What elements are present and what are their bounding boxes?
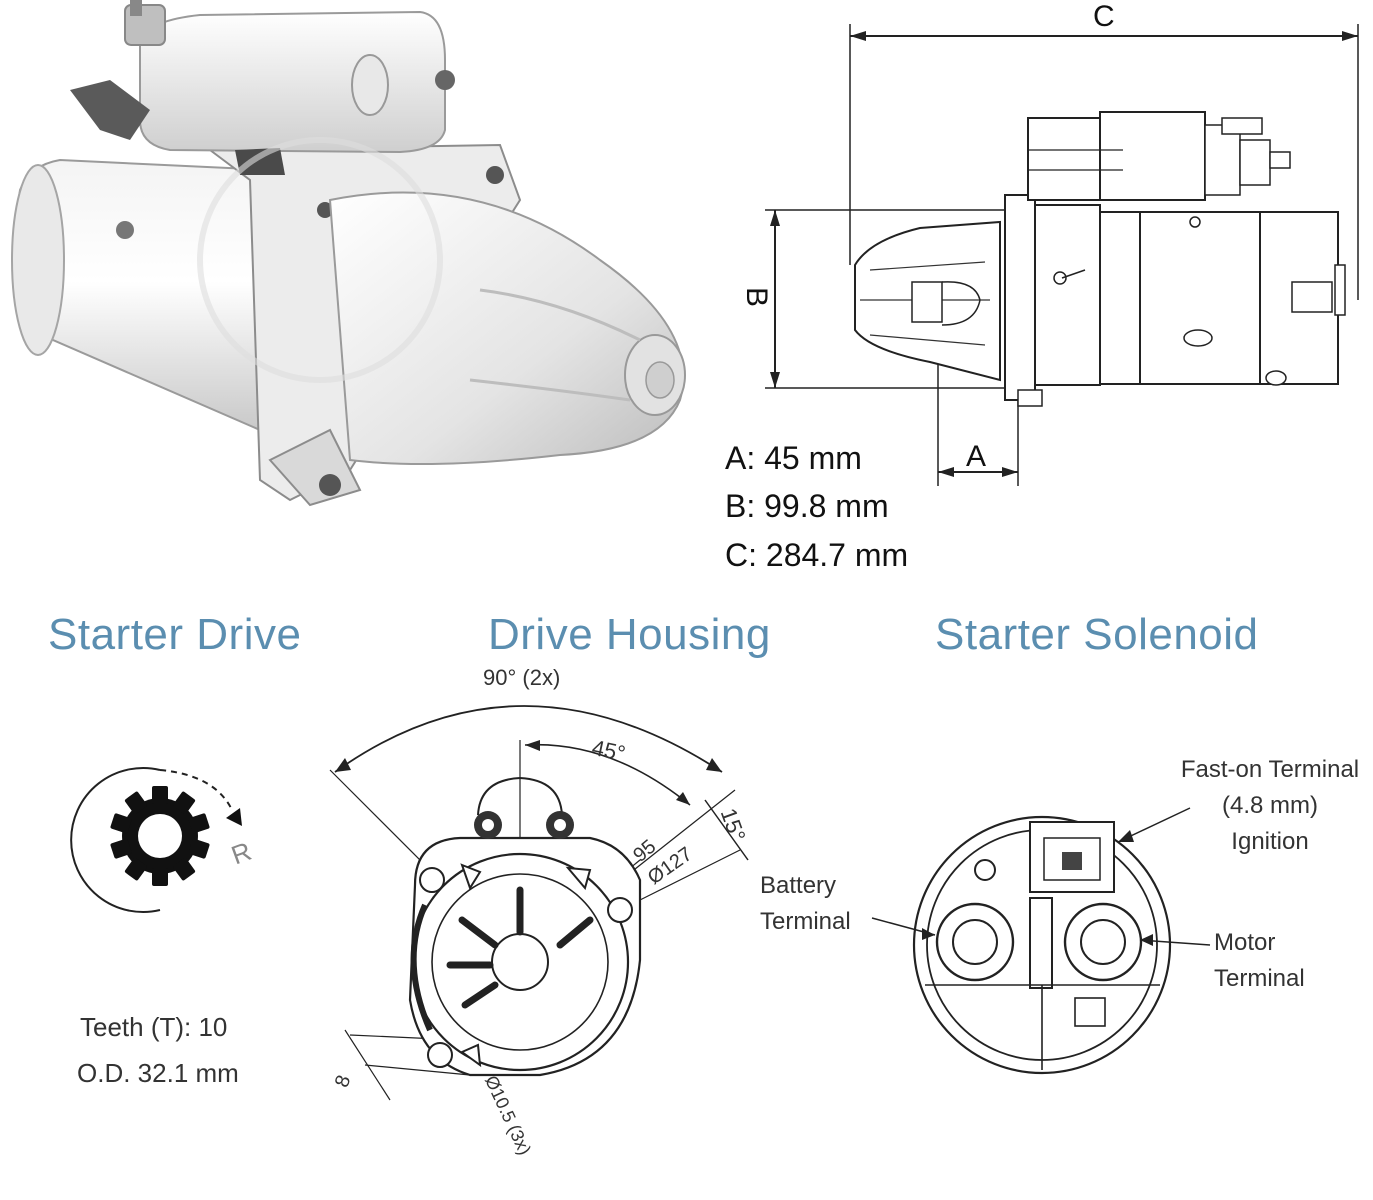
starter-motor-photo (11, 0, 686, 507)
fast-on-line1: Fast-on Terminal (1180, 756, 1360, 783)
title-starter-drive: Starter Drive (48, 610, 302, 659)
fast-on-terminal-label: Fast-on Terminal (4.8 mm) Ignition (1165, 752, 1373, 860)
dim-c-letter: C (1093, 0, 1115, 33)
teeth-count: Teeth (T): 10 (80, 1012, 228, 1042)
fast-on-line2: (4.8 mm) (1222, 792, 1318, 819)
motor-terminal-label: Motor Terminal (1214, 925, 1305, 997)
dim-b-letter: B (740, 286, 774, 308)
solenoid-end-view (871, 807, 1211, 1075)
dim-c-value: C: 284.7 mm (725, 537, 909, 573)
drive-housing-drawing (329, 705, 749, 1101)
fast-on-line3: Ignition (1231, 828, 1309, 855)
pinion-gear-drawing (70, 767, 242, 913)
battery-line1: Battery (760, 872, 837, 899)
angle-90: 90° (2x) (483, 665, 561, 690)
dim-a-letter: A (966, 440, 987, 473)
motor-line1: Motor (1214, 929, 1276, 956)
motor-line2: Terminal (1214, 965, 1305, 992)
title-starter-solenoid: Starter Solenoid (935, 610, 1259, 659)
battery-line2: Terminal (760, 908, 851, 935)
dim-a-value: A: 45 mm (725, 440, 862, 476)
side-view-drawing (765, 24, 1359, 486)
dim-b-value: B: 99.8 mm (725, 488, 889, 524)
gear-icon (110, 786, 210, 886)
battery-terminal-label: Battery Terminal (760, 868, 851, 940)
title-drive-housing: Drive Housing (488, 610, 771, 659)
outer-diameter: O.D. 32.1 mm (77, 1058, 239, 1088)
